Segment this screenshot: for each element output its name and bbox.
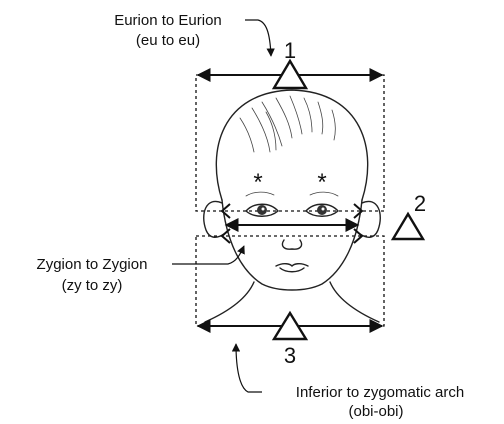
marker-3-number: 3 bbox=[284, 343, 296, 368]
right-ear bbox=[360, 201, 380, 237]
right-neck bbox=[330, 282, 379, 322]
infant-face-illustration bbox=[204, 90, 381, 322]
lower-lip bbox=[280, 268, 304, 272]
right-eye-asterisk: * bbox=[317, 169, 326, 196]
eurion-sublabel: (eu to eu) bbox=[136, 32, 200, 49]
cheek-outline bbox=[222, 200, 362, 290]
upper-lip bbox=[276, 264, 308, 266]
left-neck bbox=[205, 282, 254, 322]
inferior-label: Inferior to zygomatic arch bbox=[296, 384, 464, 401]
zygion-sublabel: (zy to zy) bbox=[62, 277, 123, 294]
zygion-label: Zygion to Zygion bbox=[37, 256, 148, 273]
eurion-measurement-box bbox=[196, 75, 384, 211]
nose bbox=[282, 240, 301, 249]
left-eye-asterisk: * bbox=[253, 169, 262, 196]
triangle-marker-2 bbox=[393, 214, 423, 239]
head-outline bbox=[216, 90, 367, 200]
eurion-label: Eurion to Eurion bbox=[114, 12, 222, 29]
marker-1-number: 1 bbox=[284, 38, 296, 63]
left-ear bbox=[204, 201, 224, 237]
marker-2-number: 2 bbox=[414, 191, 426, 216]
inferior-sublabel: (obi-obi) bbox=[348, 403, 403, 420]
eurion-leader-line bbox=[245, 20, 271, 56]
inferior-leader-line bbox=[236, 344, 262, 392]
